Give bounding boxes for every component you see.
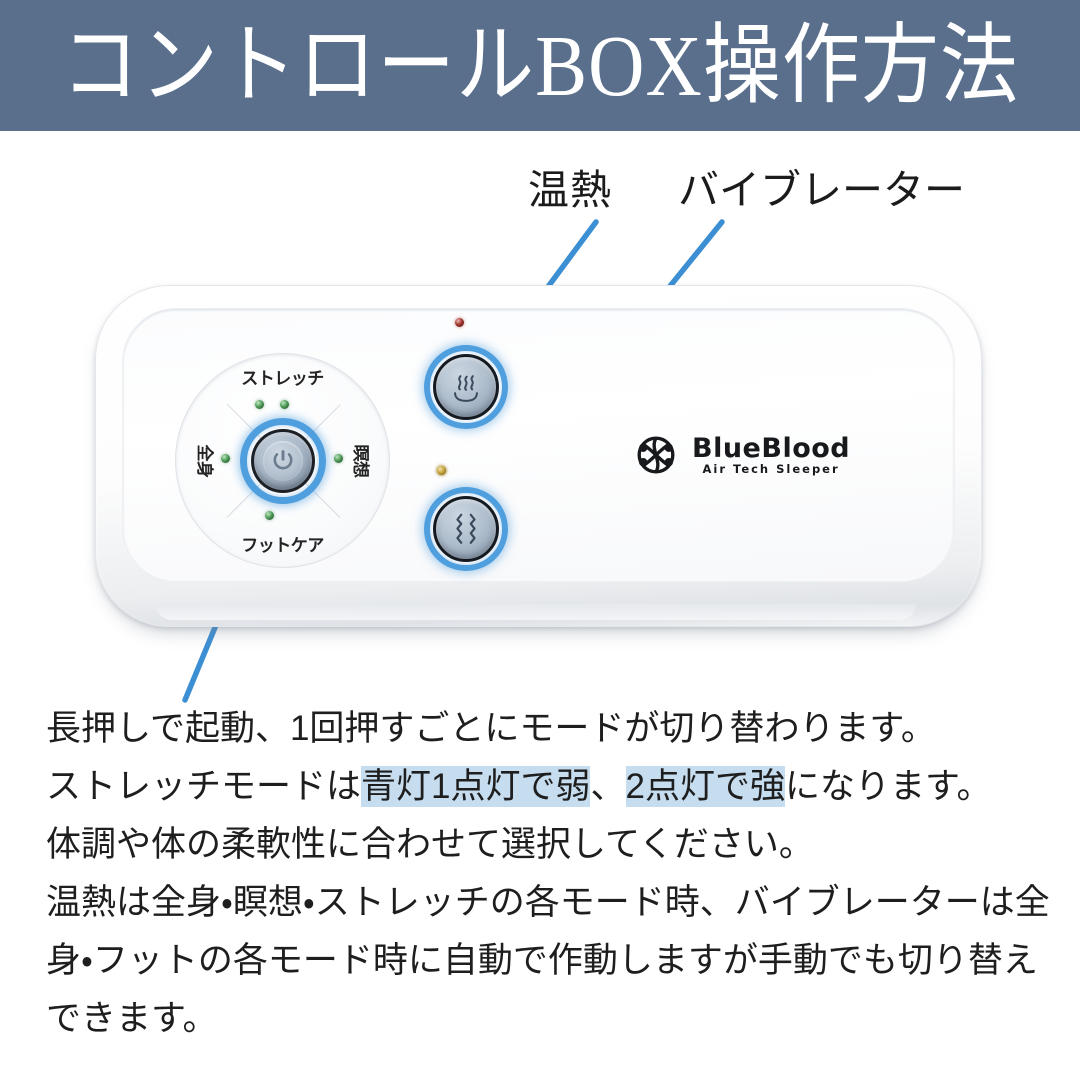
power-button-ring [239, 417, 326, 504]
text-segment: ストレッチモードは [46, 767, 362, 806]
brand-logo: BlueBlood Air Tech Sleeper [632, 424, 850, 486]
text-segment: 体調や体の柔軟性に合わせて選択してください。 [46, 825, 814, 864]
instruction-line-1: 長押しで起動、1回押すごとにモードが切り替わります。 [46, 700, 1041, 758]
blueblood-knot-icon [637, 436, 675, 474]
instruction-line-2: ストレッチモードは青灯1点灯で弱、2点灯で強になります。 [46, 758, 1041, 816]
page-title: コントロールBOX操作方法 [61, 16, 1019, 114]
control-box-device [95, 285, 982, 627]
brand-logo-text: BlueBlood Air Tech Sleeper [692, 435, 850, 476]
heat-button[interactable] [424, 345, 508, 429]
heat-button-ring [424, 345, 508, 429]
instruction-line-6: できます。 [46, 990, 1041, 1048]
dial-label-full-body: 全身 [195, 444, 214, 477]
dial-led-meditation [334, 454, 343, 463]
dial-label-stretch: ストレッチ [241, 369, 324, 388]
text-segment: 長押しで起動、1回押すごとにモードが切り替わります。 [46, 709, 936, 748]
heat-led-1 [455, 318, 464, 327]
text-segment: 温熱は全身・瞑想・ストレッチの各モード時、バイブレーターは全 [46, 883, 1050, 922]
callout-label-vibration: バイブレーター [678, 167, 965, 213]
vibration-button[interactable] [424, 487, 508, 571]
device-bottom-lip [156, 604, 916, 620]
mode-dial[interactable]: ストレッチ 全身 瞑想 フットケア [175, 353, 390, 568]
vibration-led-3 [437, 466, 446, 475]
text-segment: 身・フットの各モード時に自動で作動しますが手動でも切り替え [46, 941, 1038, 980]
dial-led-stretch-2 [280, 400, 289, 409]
dial-label-meditation: 瞑想 [351, 444, 370, 477]
callout-label-heat: 温熱 [528, 167, 612, 213]
text-segment: できます。 [46, 999, 218, 1038]
text-segment: になります。 [784, 767, 992, 806]
highlighted-text-strong: 2点灯で強 [625, 766, 785, 807]
dial-led-foot-care [265, 511, 274, 520]
power-icon [273, 449, 292, 469]
vibration-button-ring [424, 487, 508, 571]
dial-led-stretch-1 [255, 400, 264, 409]
instruction-text: 長押しで起動、1回押すごとにモードが切り替わります。 ストレッチモードは青灯1点… [46, 700, 1050, 1048]
power-button[interactable] [239, 417, 326, 504]
brand-name: BlueBlood [692, 432, 851, 464]
text-segment: 、 [590, 767, 626, 806]
instruction-line-4: 温熱は全身・瞑想・ストレッチの各モード時、バイブレーターは全 [46, 874, 1050, 932]
instruction-line-5: 身・フットの各モード時に自動で作動しますが手動でも切り替え [46, 932, 1041, 990]
instruction-line-3: 体調や体の柔軟性に合わせて選択してください。 [46, 816, 1041, 874]
highlighted-text-weak: 青灯1点灯で弱 [361, 766, 591, 807]
brand-tagline: Air Tech Sleeper [702, 461, 840, 476]
dial-label-foot-care: フットケア [241, 536, 324, 555]
header-banner: コントロールBOX操作方法 [0, 0, 1080, 131]
dial-led-full-body [221, 454, 230, 463]
